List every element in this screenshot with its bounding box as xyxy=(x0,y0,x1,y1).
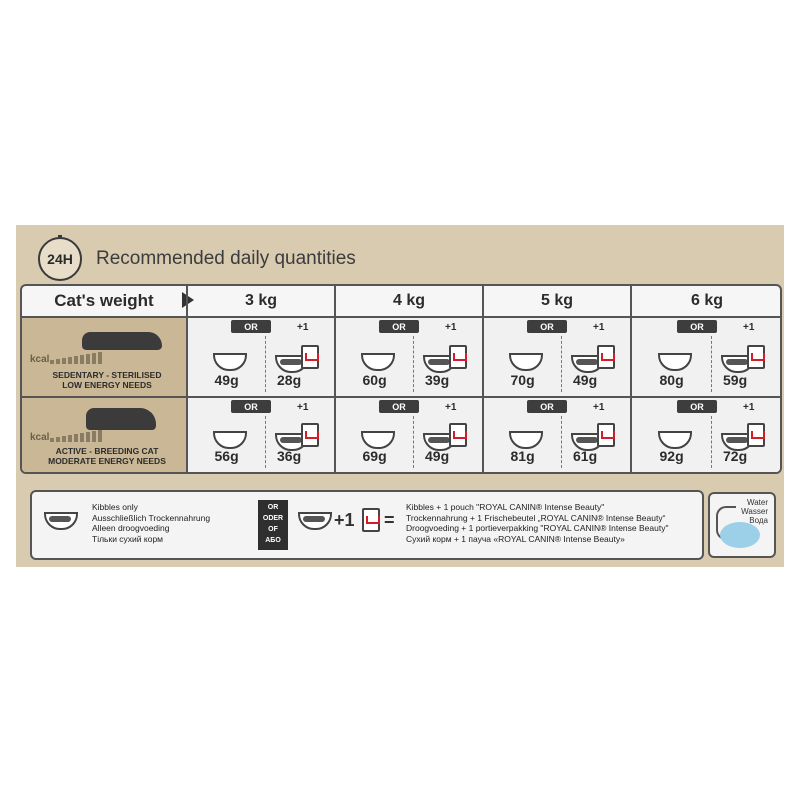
kibbles-only-amount: 70g xyxy=(510,372,535,388)
energy-bars-low xyxy=(50,352,102,364)
cat-lying-icon xyxy=(82,332,162,350)
mixed-feeding-amount: 49g xyxy=(425,448,450,464)
dashed-divider xyxy=(413,336,414,392)
dashed-divider xyxy=(711,336,712,392)
dashed-divider xyxy=(561,416,562,468)
weight-header-row: Cat's weight 3 kg 4 kg 5 kg 6 kg xyxy=(22,286,780,318)
kibbles-only-amount: 81g xyxy=(510,448,535,464)
pouch-icon xyxy=(597,423,615,447)
pouch-icon xyxy=(747,345,765,369)
kibbles-only-amount: 49g xyxy=(214,372,239,388)
bowl-icon xyxy=(298,512,332,530)
portion-cell: OR +1 56g 36g xyxy=(186,398,334,472)
bowl-icon xyxy=(212,353,247,371)
or-badge: OR xyxy=(677,400,717,413)
dashed-divider xyxy=(265,336,266,392)
sedentary-tile: kcal SEDENTARY - STERILISED LOW ENERGY N… xyxy=(22,318,188,398)
plus-one-label: +1 xyxy=(297,322,309,333)
bowl-icon xyxy=(508,353,543,371)
active-tile: kcal ACTIVE - BREEDING CAT MODERATE ENER… xyxy=(22,398,188,472)
condition-label: SEDENTARY - STERILISED LOW ENERGY NEEDS xyxy=(52,370,162,390)
dashed-divider xyxy=(265,416,266,468)
mixed-feeding-amount: 72g xyxy=(723,448,748,464)
kibbles-only-amount: 60g xyxy=(362,372,387,388)
pouch-icon xyxy=(301,423,319,447)
or-multilang-badge: OR ODER OF АБО xyxy=(258,500,288,550)
plus-one-label: +1 xyxy=(445,402,457,413)
weight-label: Cat's weight xyxy=(54,291,154,310)
or-badge: OR xyxy=(527,400,567,413)
clock-icon: 24H xyxy=(38,235,82,281)
or-badge: OR xyxy=(677,320,717,333)
portion-cell: OR +1 70g 49g xyxy=(482,318,630,398)
dashed-divider xyxy=(561,336,562,392)
arrow-right-icon xyxy=(182,292,194,308)
or-badge: OR xyxy=(231,320,271,333)
mixed-feeding-amount: 28g xyxy=(277,372,302,388)
kibbles-only-text: Kibbles only Ausschließlich Trockennahru… xyxy=(92,502,211,544)
mixed-feeding-amount: 39g xyxy=(425,372,450,388)
pouch-icon xyxy=(449,345,467,369)
water-box: Water Wasser Вода xyxy=(708,492,776,558)
dashed-divider xyxy=(413,416,414,468)
water-icon xyxy=(720,522,760,548)
weight-col-3kg: 3 kg xyxy=(186,286,334,316)
pouch-icon xyxy=(597,345,615,369)
feeding-table: Cat's weight 3 kg 4 kg 5 kg 6 kg kcal SE… xyxy=(20,284,782,474)
kibbles-only-amount: 92g xyxy=(659,448,684,464)
plus-one-label: +1 xyxy=(743,322,755,333)
pouch-icon xyxy=(362,508,380,532)
energy-bars-moderate xyxy=(50,430,102,442)
bowl-icon xyxy=(508,431,543,449)
or-badge: OR xyxy=(379,320,419,333)
pouch-icon xyxy=(301,345,319,369)
equals-sign: = xyxy=(384,510,395,530)
mixed-feeding-amount: 36g xyxy=(277,448,302,464)
portion-cell: OR +1 80g 59g xyxy=(630,318,780,398)
plus-one-label: +1 xyxy=(593,402,605,413)
legend-box: Kibbles only Ausschließlich Trockennahru… xyxy=(30,490,704,560)
weight-col-4kg: 4 kg xyxy=(334,286,482,316)
or-badge: OR xyxy=(527,320,567,333)
condition-label: ACTIVE - BREEDING CAT MODERATE ENERGY NE… xyxy=(48,446,166,466)
mixed-feeding-amount: 49g xyxy=(573,372,598,388)
bowl-icon xyxy=(657,431,692,449)
plus-one-label: +1 xyxy=(593,322,605,333)
kibbles-only-amount: 56g xyxy=(214,448,239,464)
bowl-icon xyxy=(360,431,395,449)
weight-col-6kg: 6 kg xyxy=(630,286,780,316)
kibbles-only-amount: 69g xyxy=(362,448,387,464)
portion-cell: OR +1 49g 28g xyxy=(186,318,334,398)
guide-title: Recommended daily quantities xyxy=(96,248,356,269)
cat-walking-icon xyxy=(86,408,156,430)
kcal-label: kcal xyxy=(30,432,50,443)
portion-cell: OR +1 81g 61g xyxy=(482,398,630,472)
portion-cell: OR +1 60g 39g xyxy=(334,318,482,398)
water-label: Water Wasser Вода xyxy=(741,498,768,525)
plus-one-label: +1 xyxy=(743,402,755,413)
portion-cell: OR +1 69g 49g xyxy=(334,398,482,472)
plus-one-label: +1 xyxy=(445,322,457,333)
weight-col-5kg: 5 kg xyxy=(482,286,630,316)
bowl-icon xyxy=(44,512,78,530)
mixed-feeding-text: Kibbles + 1 pouch "ROYAL CANIN® Intense … xyxy=(406,502,669,544)
pouch-icon xyxy=(449,423,467,447)
bowl-icon xyxy=(657,353,692,371)
mixed-feeding-amount: 59g xyxy=(723,372,748,388)
guide-header: 24H Recommended daily quantities xyxy=(38,235,356,281)
kcal-label: kcal xyxy=(30,354,50,365)
dashed-divider xyxy=(711,416,712,468)
pouch-icon xyxy=(747,423,765,447)
mixed-feeding-amount: 61g xyxy=(573,448,598,464)
portion-cell: OR +1 92g 72g xyxy=(630,398,780,472)
or-badge: OR xyxy=(379,400,419,413)
plus-one-label: +1 xyxy=(334,510,355,530)
bowl-icon xyxy=(212,431,247,449)
or-badge: OR xyxy=(231,400,271,413)
kibbles-only-amount: 80g xyxy=(659,372,684,388)
plus-one-label: +1 xyxy=(297,402,309,413)
bowl-icon xyxy=(360,353,395,371)
